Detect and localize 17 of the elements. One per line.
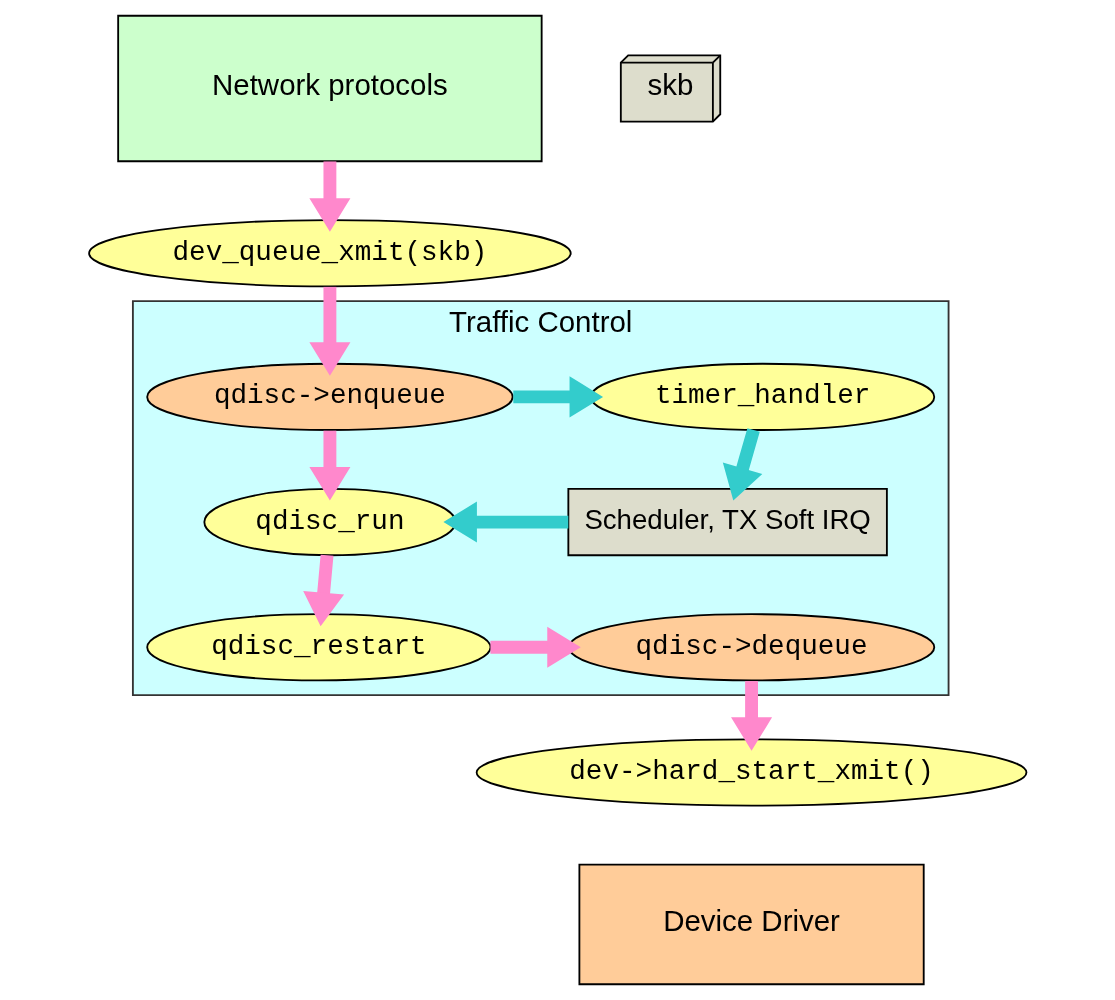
arrow: [308, 286, 350, 376]
node-ellipse: qdisc->enqueue: [145, 362, 514, 431]
node-ellipse: dev->hard_start_xmit(): [475, 738, 1027, 807]
node-ellipse: dev_queue_xmit(skb): [87, 219, 572, 288]
node-ellipse: qdisc_restart: [145, 613, 491, 682]
node-box: Device Driver: [578, 863, 925, 986]
arrow: [512, 376, 603, 418]
arrow: [730, 681, 772, 751]
arrow: [442, 501, 568, 543]
arrow: [489, 626, 581, 668]
arrow: [308, 430, 350, 501]
arrow: [302, 554, 344, 627]
node-box: Scheduler, TX Soft IRQ: [566, 488, 888, 557]
arrow: [722, 428, 762, 501]
node-ellipse: qdisc_run: [202, 488, 456, 557]
arrow: [308, 161, 350, 232]
node-box: Network protocols: [116, 14, 543, 163]
